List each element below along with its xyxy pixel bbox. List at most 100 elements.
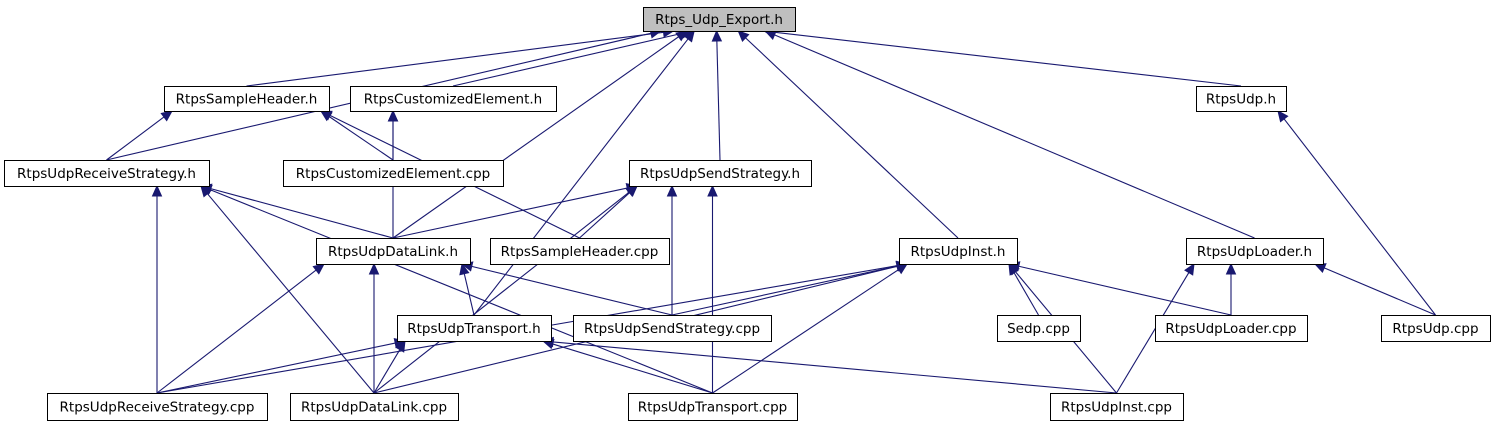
node-label: RtpsSampleHeader.cpp	[501, 244, 659, 260]
node-data-link-h[interactable]: RtpsUdpDataLink.h	[316, 238, 471, 265]
edge-inst-h-to-root	[745, 37, 959, 239]
edge-data-link-h-to-root	[392, 36, 679, 239]
node-data-link-cpp[interactable]: RtpsUdpDataLink.cpp	[290, 393, 459, 421]
arrowhead	[675, 30, 688, 42]
node-box	[1186, 238, 1324, 265]
arrowhead	[1008, 263, 1020, 276]
node-customized-element-h[interactable]: RtpsCustomizedElement.h	[350, 86, 557, 112]
edge-receive-strategy-cpp-to-transport-h	[156, 342, 396, 394]
node-label: RtpsUdpInst.h	[910, 244, 1005, 260]
arrowhead	[395, 339, 406, 353]
arrowhead	[1225, 262, 1237, 275]
arrowhead	[737, 30, 750, 43]
node-receive-strategy-h[interactable]: RtpsUdpReceiveStrategy.h	[4, 160, 210, 187]
node-label: RtpsUdpReceiveStrategy.h	[17, 166, 196, 182]
edge-loader-h-to-root	[774, 34, 1255, 239]
node-label: RtpsUdpReceiveStrategy.cpp	[60, 400, 255, 416]
edge-loader-cpp-to-inst-h	[1018, 265, 1232, 316]
edge-data-link-cpp-to-send-strategy-h	[373, 191, 630, 394]
node-label: Rtps_Udp_Export.h	[655, 12, 783, 28]
node-box	[397, 315, 552, 342]
node-send-strategy-h[interactable]: RtpsUdpSendStrategy.h	[629, 160, 812, 187]
node-loader-cpp[interactable]: RtpsUdpLoader.cpp	[1155, 315, 1308, 342]
edge-send-strategy-cpp-to-data-link-h	[471, 265, 673, 316]
node-transport-cpp[interactable]: RtpsUdpTransport.cpp	[628, 393, 798, 421]
node-box	[628, 393, 798, 421]
node-customized-element-cpp[interactable]: RtpsCustomizedElement.cpp	[283, 160, 504, 187]
edge-data-link-h-to-receive-strategy-h	[210, 188, 394, 239]
node-root[interactable]: Rtps_Udp_Export.h	[643, 7, 796, 32]
node-label: RtpsUdpLoader.h	[1197, 244, 1312, 260]
node-inst-h[interactable]: RtpsUdpInst.h	[899, 238, 1018, 265]
edge-udp-cpp-to-loader-h	[1323, 267, 1436, 316]
node-label: RtpsUdpLoader.cpp	[1165, 321, 1296, 337]
edge-receive-strategy-h-to-sample-header-h	[106, 116, 165, 161]
node-udp-cpp[interactable]: RtpsUdp.cpp	[1381, 315, 1491, 342]
arrowhead	[319, 110, 333, 121]
node-label: Sedp.cpp	[1007, 321, 1070, 337]
node-sedp-cpp[interactable]: Sedp.cpp	[997, 315, 1081, 342]
node-box	[290, 393, 459, 421]
edge-inst-cpp-to-transport-h	[552, 341, 1117, 394]
edge-customized-element-h-to-root	[452, 32, 683, 87]
arrowhead	[368, 262, 380, 275]
node-label: RtpsCustomizedElement.h	[364, 92, 542, 108]
node-transport-h[interactable]: RtpsUdpTransport.h	[397, 315, 552, 342]
node-box	[573, 315, 772, 342]
edge-transport-cpp-to-inst-h	[712, 269, 899, 394]
node-label: RtpsSampleHeader.h	[176, 92, 318, 108]
node-box	[1050, 393, 1184, 421]
edge-data-link-cpp-to-receive-strategy-h	[206, 193, 375, 394]
node-inst-cpp[interactable]: RtpsUdpInst.cpp	[1050, 393, 1184, 421]
edge-transport-h-to-data-link-h	[463, 273, 475, 316]
edge-data-link-cpp-to-transport-h	[373, 349, 401, 394]
node-receive-strategy-cpp[interactable]: RtpsUdpReceiveStrategy.cpp	[47, 393, 268, 421]
edge-transport-h-to-root	[473, 38, 689, 316]
node-box	[350, 86, 557, 112]
node-box	[4, 160, 210, 187]
node-box	[643, 7, 796, 32]
node-label: RtpsUdp.cpp	[1392, 321, 1478, 337]
arrowhead	[895, 263, 909, 275]
edge-send-strategy-h-to-root	[716, 40, 721, 161]
edge-transport-cpp-to-transport-h	[552, 343, 713, 394]
node-box	[164, 86, 330, 112]
node-label: RtpsUdpInst.cpp	[1061, 400, 1172, 416]
edge-sedp-cpp-to-inst-h	[1013, 272, 1039, 316]
node-loader-h[interactable]: RtpsUdpLoader.h	[1186, 238, 1324, 265]
node-box	[1155, 315, 1308, 342]
arrowhead	[1277, 110, 1289, 123]
node-sample-header-cpp[interactable]: RtpsSampleHeader.cpp	[490, 238, 670, 265]
edge-send-strategy-cpp-to-inst-h	[671, 265, 898, 316]
arrowhead	[666, 184, 678, 197]
node-box	[47, 393, 268, 421]
arrowhead	[711, 29, 723, 42]
node-label: RtpsUdpTransport.cpp	[638, 400, 788, 416]
node-label: RtpsUdpDataLink.h	[328, 244, 458, 260]
edge-transport-cpp-to-receive-strategy-h	[210, 189, 713, 394]
node-udp-h[interactable]: RtpsUdp.h	[1196, 86, 1287, 112]
node-box	[629, 160, 812, 187]
node-label: RtpsUdpDataLink.cpp	[301, 400, 447, 416]
arrowhead	[151, 184, 163, 197]
node-box	[490, 238, 670, 265]
edge-customized-element-cpp-to-sample-header-h	[328, 116, 394, 161]
node-label: RtpsUdp.h	[1206, 92, 1276, 108]
node-label: RtpsUdpSendStrategy.h	[640, 166, 800, 182]
node-box	[997, 315, 1081, 342]
arrowhead	[387, 109, 399, 122]
node-box	[316, 238, 471, 265]
edge-sample-header-h-to-root	[246, 31, 664, 87]
node-label: RtpsCustomizedElement.cpp	[296, 166, 490, 182]
node-sample-header-h[interactable]: RtpsSampleHeader.h	[164, 86, 330, 112]
edge-udp-h-to-root	[773, 31, 1242, 87]
arrowhead	[459, 262, 470, 276]
arrowhead	[625, 185, 638, 197]
edge-inst-cpp-to-loader-h	[1116, 272, 1190, 394]
node-send-strategy-cpp[interactable]: RtpsUdpSendStrategy.cpp	[573, 315, 772, 342]
edge-udp-cpp-to-udp-h	[1283, 118, 1436, 316]
edge-sample-header-cpp-to-send-strategy-h	[579, 192, 630, 239]
arrowhead	[312, 263, 325, 275]
